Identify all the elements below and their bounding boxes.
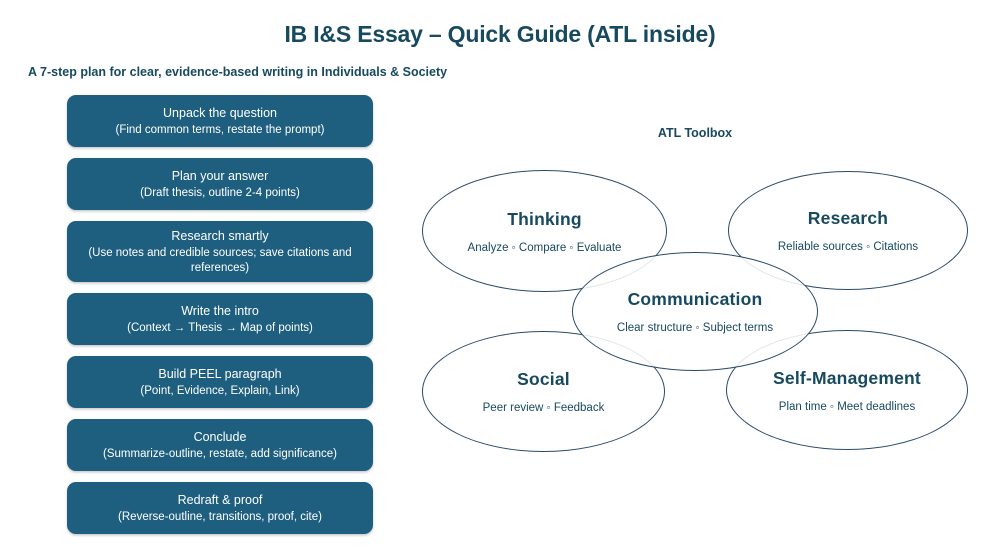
bubble-name: Self-Management: [773, 367, 921, 388]
step-title: Build PEEL paragraph: [158, 366, 282, 381]
bubble-skills: Plan time ◦ Meet deadlines: [778, 400, 916, 413]
bubble-skills: Analyze ◦ Compare ◦ Evaluate: [467, 241, 622, 254]
bubble-skills: Clear structure ◦ Subject terms: [616, 322, 774, 334]
step-detail: (Reverse-outline, transitions, proof, ci…: [118, 510, 322, 523]
bubble-name: Social: [517, 369, 570, 389]
step-box-3: Research smartly (Use notes and credible…: [67, 221, 373, 282]
step-title: Unpack the question: [163, 106, 277, 121]
step-detail: (Point, Evidence, Explain, Link): [140, 384, 300, 397]
step-box-2: Plan your answer (Draft thesis, outline …: [67, 158, 373, 210]
page-title: IB I&S Essay – Quick Guide (ATL inside): [284, 21, 716, 47]
step-title: Write the intro: [181, 303, 259, 318]
step-detail: (Summarize-outline, restate, add signifi…: [103, 447, 337, 460]
bubble-thinking: Thinking Analyze ◦ Compare ◦ Evaluate: [422, 170, 667, 292]
step-detail: (Context → Thesis → Map of points): [127, 321, 313, 334]
bubble-name: Research: [807, 208, 889, 228]
bubble-skills: Reliable sources ◦ Citations: [777, 241, 919, 253]
bubble-communication: Communication Clear structure ◦ Subject …: [572, 252, 818, 371]
step-box-5: Build PEEL paragraph (Point, Evidence, E…: [67, 355, 373, 408]
step-title: Conclude: [193, 429, 247, 444]
bubble-name: Thinking: [507, 208, 582, 229]
page-subtitle: A 7-step plan for clear, evidence-based …: [28, 65, 448, 79]
step-box-6: Conclude (Summarize-outline, restate, ad…: [67, 418, 373, 471]
step-box-1: Unpack the question (Find common terms, …: [67, 95, 373, 147]
steps-column: Unpack the question (Find common terms, …: [67, 95, 373, 534]
step-detail: (Find common terms, restate the prompt): [115, 123, 325, 136]
step-box-7: Redraft & proof (Reverse-outline, transi…: [67, 481, 373, 534]
step-detail: (Use notes and credible sources; save ci…: [88, 246, 352, 274]
step-box-4: Write the intro (Context → Thesis → Map …: [67, 292, 373, 345]
atl-toolbox-title: ATL Toolbox: [657, 126, 733, 140]
bubble-name: Communication: [627, 289, 763, 309]
bubble-skills: Peer review ◦ Feedback: [482, 402, 605, 414]
step-title: Plan your answer: [171, 169, 269, 184]
step-title: Research smartly: [171, 229, 269, 243]
step-detail: (Draft thesis, outline 2-4 points): [140, 186, 300, 199]
step-title: Redraft & proof: [177, 492, 263, 507]
